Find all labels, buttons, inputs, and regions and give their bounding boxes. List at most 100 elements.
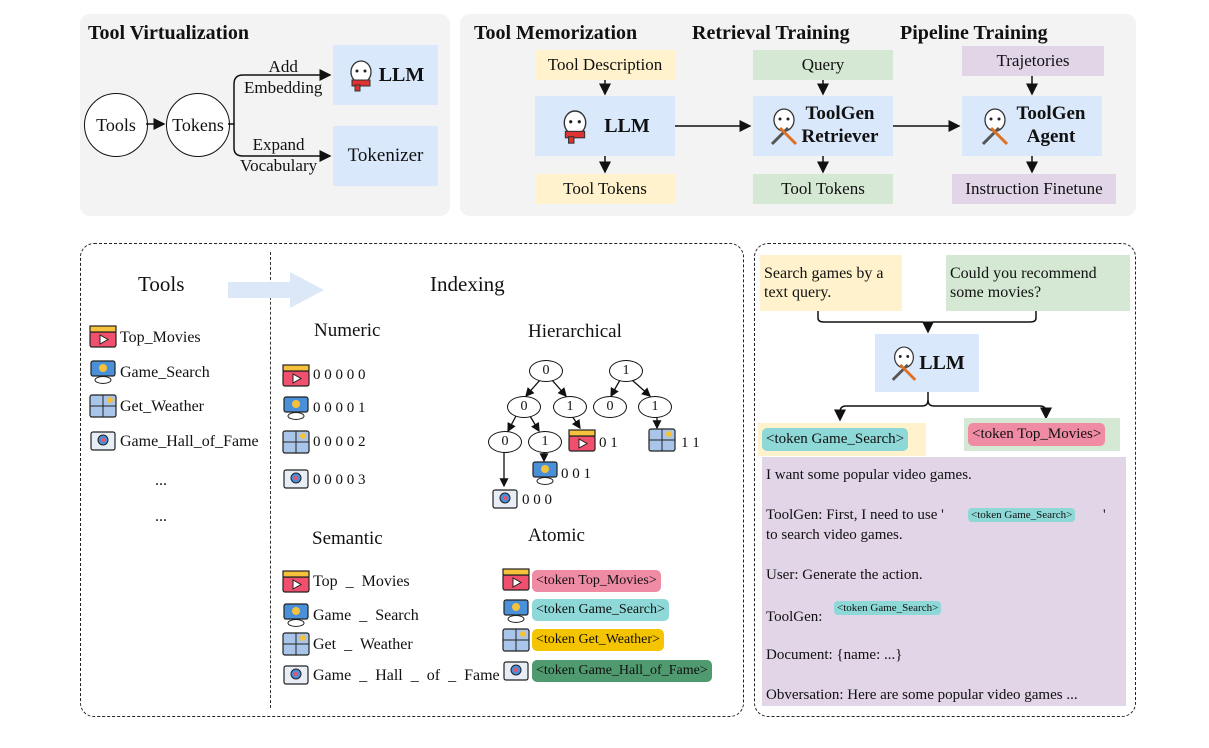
weather-icon bbox=[89, 394, 117, 418]
tokens-circle: Tokens bbox=[166, 93, 230, 157]
llama-icon bbox=[563, 110, 587, 144]
toolgen-agent-box: ToolGen Agent bbox=[962, 96, 1102, 156]
tool-list-ellipsis-2: ... bbox=[155, 508, 167, 525]
dialog-line-2c: to search video games. bbox=[766, 527, 903, 543]
tool-tokens-box-retrieval: Tool Tokens bbox=[753, 174, 893, 204]
numeric-code-2: 0 0 0 0 2 bbox=[313, 434, 366, 450]
indexing-panel bbox=[80, 243, 744, 717]
semantic-title: Semantic bbox=[312, 528, 383, 549]
indexing-arrow-icon bbox=[228, 272, 324, 308]
hier-node-l1-2: 0 bbox=[593, 396, 627, 418]
llama-tools-icon bbox=[981, 108, 1008, 146]
game-controller-icon bbox=[283, 396, 309, 420]
inference-panel bbox=[754, 243, 1136, 717]
dialog-line-5: Document: {name: ...} bbox=[766, 647, 903, 663]
indexing-header: Indexing bbox=[430, 272, 505, 296]
hier-node-l1-0: 0 bbox=[507, 396, 541, 418]
game-controller-icon bbox=[503, 599, 529, 623]
weather-icon bbox=[502, 628, 530, 652]
hall-of-fame-icon bbox=[90, 431, 116, 451]
hier-code-get-weather: 1 1 bbox=[681, 435, 700, 451]
atomic-title: Atomic bbox=[528, 525, 585, 546]
hier-node-l2-0: 0 bbox=[488, 431, 522, 453]
hier-code-top-movies: 0 1 bbox=[599, 435, 618, 451]
llm-box-virtualization: LLM bbox=[333, 45, 438, 105]
game-controller-icon bbox=[283, 603, 309, 627]
game-controller-icon bbox=[532, 461, 558, 485]
dialog-token-game-search-1: <token Game_Search> bbox=[968, 508, 1076, 522]
game-controller-icon bbox=[90, 360, 116, 384]
dialog-box bbox=[762, 457, 1126, 706]
tool-memorization-title: Tool Memorization bbox=[474, 22, 638, 44]
hall-of-fame-icon bbox=[503, 661, 529, 681]
movie-clapper-icon bbox=[568, 429, 596, 452]
llama-tools-icon bbox=[891, 346, 917, 381]
hier-node-root-1: 1 bbox=[609, 360, 643, 382]
output-token-top-movies: <token Top_Movies> bbox=[968, 423, 1106, 446]
hall-of-fame-icon bbox=[283, 665, 309, 685]
tool-game-hall-of-fame: Game_Hall_of_Fame bbox=[120, 433, 259, 450]
dialog-line-3: User: Generate the action. bbox=[766, 567, 923, 583]
numeric-code-1: 0 0 0 0 1 bbox=[313, 400, 366, 416]
semantic-get-weather: Get _ Weather bbox=[313, 636, 413, 653]
dialog-line-2b: ' bbox=[1103, 507, 1106, 523]
llama-icon bbox=[350, 60, 372, 92]
weather-icon bbox=[282, 430, 310, 454]
tools-circle: Tools bbox=[84, 93, 148, 157]
panel-divider bbox=[270, 252, 271, 708]
tools-header: Tools bbox=[138, 272, 185, 296]
atomic-token-game-hall-of-fame: <token Game_Hall_of_Fame> bbox=[532, 660, 712, 682]
numeric-title: Numeric bbox=[314, 320, 381, 341]
hier-node-l2-1: 1 bbox=[528, 431, 562, 453]
tool-top-movies: Top_Movies bbox=[120, 329, 201, 346]
query-recommend-movies: Could you recommend some movies? bbox=[946, 255, 1130, 311]
expand-vocabulary-label: Expand Vocabulary bbox=[240, 135, 318, 176]
pipeline-training-title: Pipeline Training bbox=[900, 22, 1048, 44]
tool-list-ellipsis-1: ... bbox=[155, 472, 167, 489]
hier-node-root-0: 0 bbox=[529, 360, 563, 382]
llm-box-memorization: LLM bbox=[535, 96, 675, 156]
numeric-code-3: 0 0 0 0 3 bbox=[313, 472, 366, 488]
movie-clapper-icon bbox=[89, 325, 117, 348]
weather-icon bbox=[282, 632, 310, 656]
hall-of-fame-icon bbox=[492, 489, 518, 509]
tool-description-box: Tool Description bbox=[535, 50, 675, 80]
hier-code-hall-of-fame: 0 0 0 bbox=[522, 492, 552, 508]
hall-of-fame-icon bbox=[283, 469, 309, 489]
movie-clapper-icon bbox=[282, 364, 310, 387]
dialog-line-1: I want some popular video games. bbox=[766, 467, 972, 483]
add-embedding-label: Add Embedding bbox=[244, 57, 323, 98]
dialog-token-game-search-2: <token Game_Search> bbox=[834, 601, 942, 615]
hierarchical-title: Hierarchical bbox=[528, 321, 622, 342]
llm-box-inference: LLM bbox=[875, 334, 979, 392]
movie-clapper-icon bbox=[282, 570, 310, 593]
tool-virtualization-title: Tool Virtualization bbox=[88, 22, 249, 44]
dialog-line-4: ToolGen: bbox=[766, 609, 823, 625]
toolgen-retriever-box: ToolGen Retriever bbox=[753, 96, 893, 156]
tool-get-weather: Get_Weather bbox=[120, 398, 204, 415]
trajectories-box: Trajetories bbox=[962, 46, 1104, 76]
semantic-game-hall-of-fame: Game _ Hall _ of _ Fame bbox=[313, 667, 500, 684]
output-token-game-search: <token Game_Search> bbox=[762, 428, 909, 451]
atomic-token-top-movies: <token Top_Movies> bbox=[532, 570, 661, 592]
semantic-top-movies: Top _ Movies bbox=[313, 573, 410, 590]
weather-icon bbox=[648, 428, 676, 452]
hier-node-l1-1: 1 bbox=[553, 396, 587, 418]
hier-node-l1-3: 1 bbox=[638, 396, 672, 418]
atomic-token-get-weather: <token Get_Weather> bbox=[532, 629, 664, 651]
tokenizer-box: Tokenizer bbox=[333, 126, 438, 186]
hier-code-game-search: 0 0 1 bbox=[561, 466, 591, 482]
atomic-token-game-search: <token Game_Search> bbox=[532, 599, 669, 621]
instruction-finetune-box: Instruction Finetune bbox=[952, 174, 1116, 204]
retrieval-training-title: Retrieval Training bbox=[692, 22, 850, 44]
dialog-line-6: Obversation: Here are some popular video… bbox=[766, 687, 1078, 703]
query-search-games: Search games by a text query. bbox=[760, 255, 902, 311]
tool-game-search: Game_Search bbox=[120, 364, 210, 381]
semantic-game-search: Game _ Search bbox=[313, 607, 419, 624]
query-box: Query bbox=[753, 50, 893, 80]
llama-tools-icon bbox=[770, 108, 797, 146]
movie-clapper-icon bbox=[502, 568, 530, 591]
